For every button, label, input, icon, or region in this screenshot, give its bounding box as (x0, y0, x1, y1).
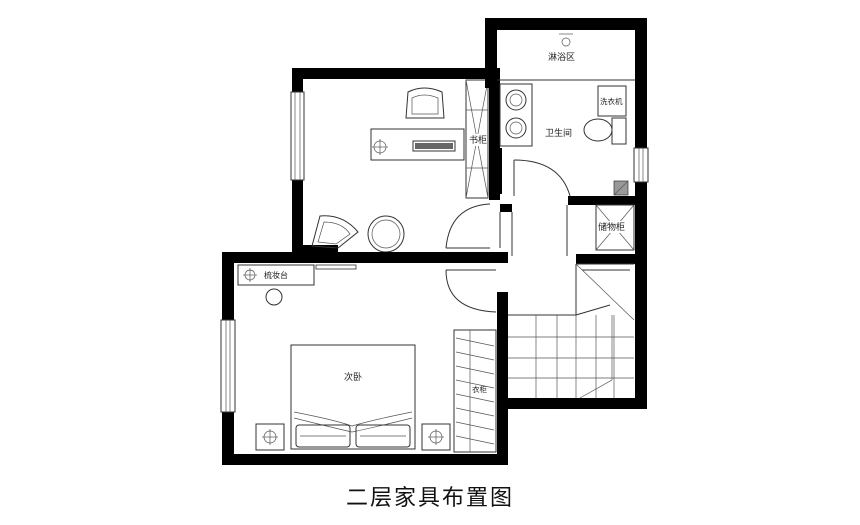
bedroom-door (445, 269, 497, 313)
bathroom-window (633, 147, 649, 183)
washing-machine: 洗衣机 (597, 85, 627, 117)
study-room (290, 68, 500, 256)
storage-label: 储物柜 (598, 221, 625, 233)
wardrobe: 衣柜 (453, 329, 497, 453)
double-bed: 次卧 (290, 344, 416, 450)
shower-label: 淋浴区 (548, 51, 575, 63)
bookcase: 书柜 (465, 79, 489, 199)
toilet (583, 117, 627, 145)
bedroom-label: 次卧 (344, 371, 362, 383)
dresser: 梳妆台 (237, 264, 315, 286)
dresser-stool (265, 288, 283, 306)
round-table (367, 215, 405, 253)
bathroom-label: 卫生间 (545, 127, 572, 139)
storage-cabinet: 储物柜 (595, 204, 647, 264)
washer-label: 洗衣机 (600, 96, 623, 106)
bookcase-label: 书柜 (469, 134, 487, 146)
plan-title: 二层家具布置图 (346, 486, 514, 511)
wardrobe-label: 衣柜 (472, 384, 487, 394)
desk (370, 128, 465, 161)
study-window (290, 91, 305, 181)
lounge-chair (311, 215, 359, 249)
floor-drain (613, 180, 629, 196)
staircase (508, 254, 647, 409)
bedroom-window (220, 319, 236, 413)
desk-chair (405, 87, 445, 119)
shower-area: 淋浴区 (497, 33, 635, 81)
nightstand-left (255, 423, 285, 451)
bathroom-walls (485, 18, 649, 205)
bathroom-door (513, 159, 571, 197)
dresser-label: 梳妆台 (264, 270, 288, 280)
corridor (445, 203, 568, 256)
washbasin (499, 83, 533, 147)
bedroom-walls (220, 252, 508, 465)
nightstand-right (421, 423, 451, 451)
